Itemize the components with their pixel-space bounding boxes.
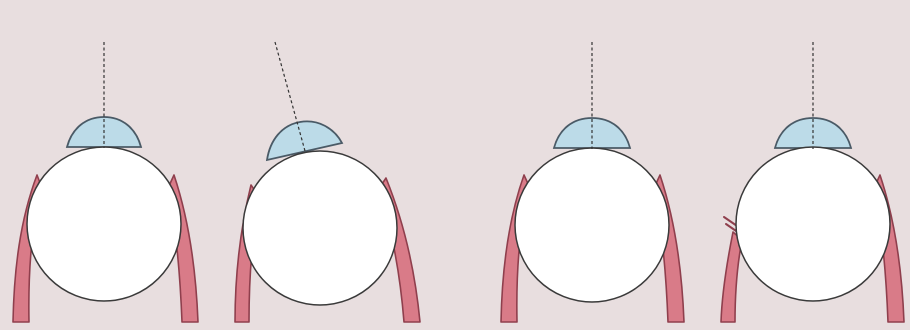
- eye-2-globe: [243, 151, 397, 305]
- eye-3-globe: [515, 148, 669, 302]
- eye-1-globe: [27, 147, 181, 301]
- eye-4-globe: [736, 147, 890, 301]
